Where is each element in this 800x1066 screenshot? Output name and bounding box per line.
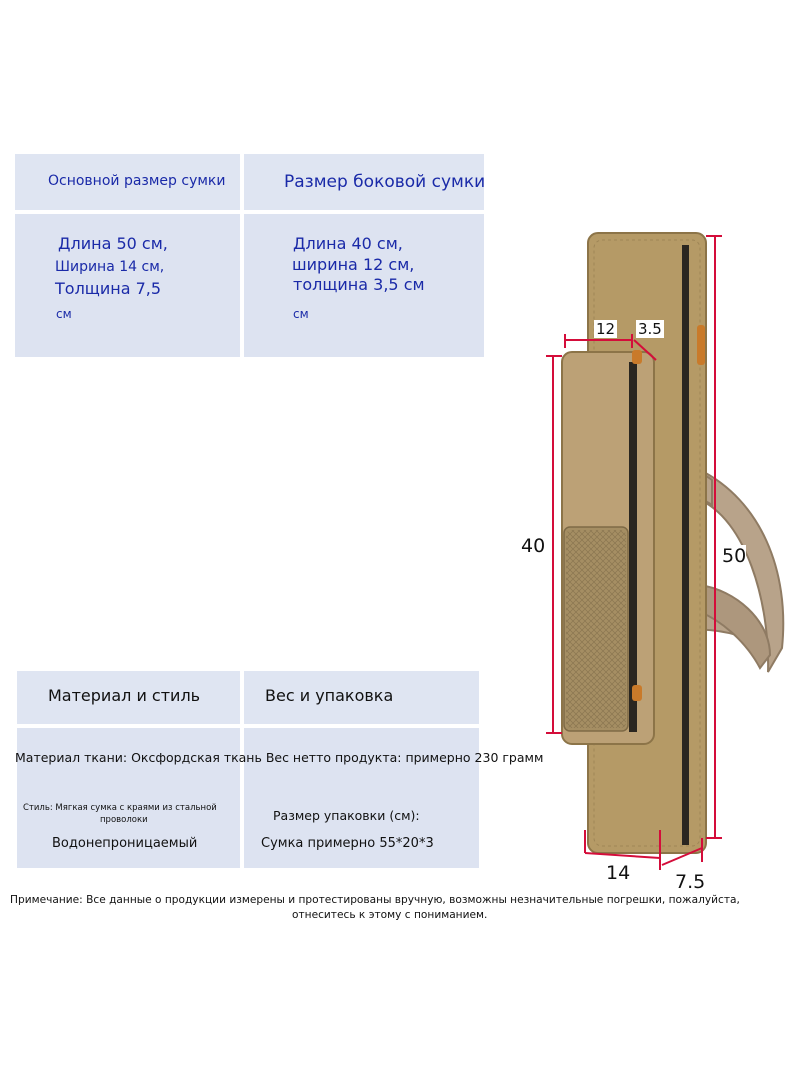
main-size-header: Основной размер сумки <box>48 173 226 189</box>
top-table-body-col1 <box>15 214 240 357</box>
material-style-header: Материал и стиль <box>48 686 201 705</box>
side-length-label: 40 <box>521 535 546 557</box>
fabric-weight-line: Материал ткани: Оксфордская ткань Вес не… <box>15 750 544 765</box>
main-zipper <box>682 245 689 845</box>
main-width-line <box>584 852 661 859</box>
main-width: Ширина 14 см, <box>55 259 165 275</box>
top-table-body-col2 <box>244 214 484 357</box>
side-unit: см <box>293 307 309 321</box>
main-thickness: Толщина 7,5 <box>55 279 162 298</box>
side-zipper-pull-bottom <box>632 685 642 701</box>
side-pocket-zipper <box>629 362 637 732</box>
side-length: Длина 40 см, <box>293 234 403 253</box>
pack-size-value: Сумка примерно 55*20*3 <box>261 836 434 851</box>
main-width-label: 14 <box>606 862 631 884</box>
main-thickness-line <box>661 847 703 866</box>
main-length: Длина 50 см, <box>58 234 168 253</box>
note-line-2: отнеситесь к этому с пониманием. <box>292 909 488 921</box>
bottom-table-body-col1 <box>17 728 240 868</box>
bottom-table-header-col1 <box>17 671 240 724</box>
main-thickness-label: 7.5 <box>675 871 706 893</box>
top-table-header-col2 <box>244 154 484 210</box>
main-length-label: 50 <box>722 545 747 567</box>
side-zipper-pull-top <box>632 350 642 364</box>
side-thickness-line <box>633 339 657 361</box>
side-thickness-label: 3.5 <box>636 320 664 338</box>
bottom-table-body-col2 <box>244 728 479 868</box>
top-table-header-col1 <box>15 154 240 210</box>
side-width-label: 12 <box>594 320 618 338</box>
side-width: ширина 12 см, <box>292 255 415 274</box>
pack-size-label: Размер упаковки (см): <box>273 808 420 823</box>
main-unit: см <box>56 307 72 321</box>
mesh-texture <box>566 530 626 728</box>
side-thickness: толщина 3,5 см <box>293 275 425 294</box>
dimension-lines <box>546 235 722 870</box>
note-line-1: Примечание: Все данные о продукции измер… <box>10 894 740 906</box>
zipper-pull-top <box>697 325 705 365</box>
style-line-1: Стиль: Мягкая сумка с краями из стальной <box>23 803 217 813</box>
main-bag-stitching <box>593 239 701 847</box>
side-size-header: Размер боковой сумки <box>284 172 486 192</box>
waterproof-text: Водонепроницаемый <box>52 836 198 851</box>
bottom-table-header-col2 <box>244 671 479 724</box>
style-line-2: проволоки <box>100 815 148 825</box>
weight-packing-header: Вес и упаковка <box>265 686 394 705</box>
